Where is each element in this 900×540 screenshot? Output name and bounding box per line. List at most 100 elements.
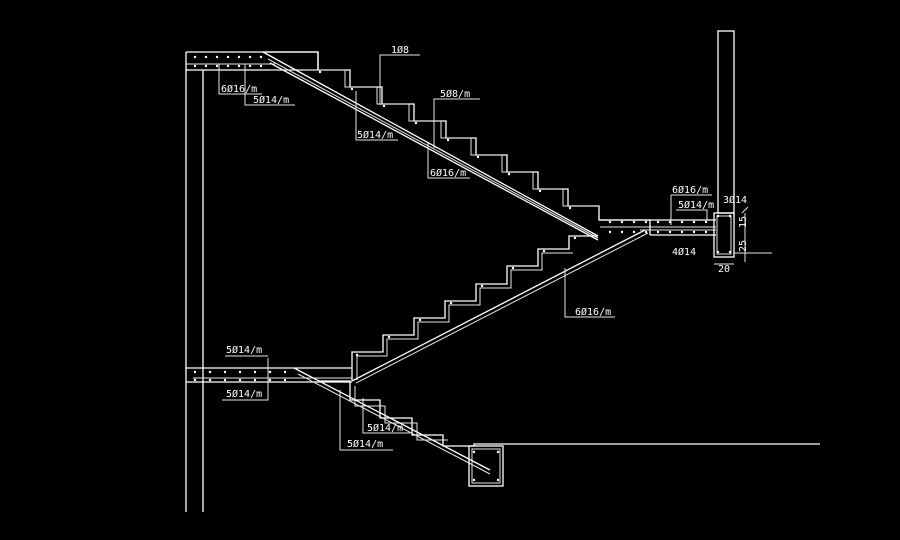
- rebar-dot: [644, 220, 648, 224]
- rebar-dot: [449, 301, 453, 305]
- rebar-dot: [318, 70, 322, 74]
- label-upper-flight-main: 6Ø16/m: [430, 167, 466, 179]
- rebar-dot: [215, 64, 219, 68]
- rebar-dot: [237, 55, 241, 59]
- label-landing-main: 6Ø16/m: [672, 184, 708, 196]
- rebar-dot: [680, 220, 684, 224]
- rebar-dot: [608, 230, 612, 234]
- rebar-dot: [382, 104, 386, 108]
- rebar-dot: [704, 220, 708, 224]
- rebar-dots: [193, 55, 732, 482]
- label-mid-slab-top: 5Ø14/m: [226, 344, 262, 356]
- rebar-dot: [253, 370, 257, 374]
- rebar-dot: [193, 370, 197, 374]
- label-bottom-flight-a: 5Ø14/m: [367, 422, 403, 434]
- rebar-dot: [472, 450, 476, 454]
- rebar-dot: [193, 64, 197, 68]
- rebar-dot: [716, 250, 720, 254]
- rebar-labels: 1Ø8 6Ø16/m 5Ø14/m 5Ø8/m 5Ø14/m 6Ø16/m 6Ø…: [221, 44, 749, 450]
- rebar-dot: [680, 230, 684, 234]
- rebar-dot: [538, 189, 542, 193]
- rebar-dot: [223, 370, 227, 374]
- rebar-dot: [204, 64, 208, 68]
- rebar-dot: [472, 478, 476, 482]
- rebar-dot: [632, 220, 636, 224]
- rebar-dot: [350, 87, 354, 91]
- label-beam-h2: 25: [738, 240, 749, 252]
- landing-slab: [599, 219, 716, 236]
- label-lower-flight-main: 6Ø16/m: [575, 306, 611, 318]
- rebar-dot: [268, 378, 272, 382]
- upper-flight: [262, 51, 651, 241]
- rebar-dot: [692, 220, 696, 224]
- rebar-dot: [208, 378, 212, 382]
- rebar-dot: [620, 220, 624, 224]
- rebar-dot: [542, 249, 546, 253]
- rebar-dot: [644, 230, 648, 234]
- label-beam-top: 3Ø14: [723, 194, 747, 206]
- rebar-dot: [418, 318, 422, 322]
- rebar-dot: [704, 230, 708, 234]
- rebar-dot: [259, 64, 263, 68]
- rebar-dot: [414, 121, 418, 125]
- rebar-dot: [204, 55, 208, 59]
- rebar-dot: [692, 230, 696, 234]
- label-mid-slab-bottom: 5Ø14/m: [226, 388, 262, 400]
- label-landing-dist: 5Ø14/m: [678, 199, 714, 211]
- bottom-flight: [293, 367, 820, 487]
- rebar-dot: [728, 250, 732, 254]
- rebar-dot: [446, 138, 450, 142]
- rebar-dot: [608, 220, 612, 224]
- rebar-dot: [237, 64, 241, 68]
- rebar-dot: [656, 220, 660, 224]
- rebar-dot: [215, 55, 219, 59]
- label-top-slab-main: 6Ø16/m: [221, 83, 257, 95]
- rebar-dot: [668, 230, 672, 234]
- mid-slab: [186, 367, 352, 383]
- rebar-dot: [238, 370, 242, 374]
- leader-lines: [218, 54, 712, 451]
- label-beam-width: 20: [718, 264, 730, 275]
- rebar-dot: [507, 172, 511, 176]
- rebar-dot: [238, 378, 242, 382]
- label-top-slab-dist: 5Ø14/m: [253, 94, 289, 106]
- rebar-dot: [496, 450, 500, 454]
- rebar-dot: [208, 370, 212, 374]
- rebar-dot: [283, 370, 287, 374]
- right-column: [713, 30, 772, 265]
- rebar-dot: [387, 335, 391, 339]
- rebar-dot: [253, 378, 257, 382]
- rebar-dot: [248, 55, 252, 59]
- left-wall: [185, 52, 204, 512]
- rebar-dot: [568, 206, 572, 210]
- label-bottom-flight-b: 5Ø14/m: [347, 438, 383, 450]
- rebar-dot: [226, 64, 230, 68]
- rebar-dot: [511, 266, 515, 270]
- rebar-dot: [620, 230, 624, 234]
- label-upper-flight-dist: 5Ø14/m: [357, 129, 393, 141]
- rebar-dot: [193, 55, 197, 59]
- label-beam-bottom: 4Ø14: [672, 246, 696, 258]
- label-upper-flight-stirrup: 5Ø8/m: [440, 88, 470, 100]
- label-top-stirrup: 1Ø8: [391, 44, 409, 56]
- top-slab: [186, 51, 319, 71]
- rebar-dot: [656, 230, 660, 234]
- rebar-dot: [193, 378, 197, 382]
- rebar-dot: [573, 236, 577, 240]
- rebar-dot: [268, 370, 272, 374]
- lower-flight: [351, 229, 649, 384]
- rebar-dot: [716, 214, 720, 218]
- rebar-dot: [496, 478, 500, 482]
- rebar-dot: [728, 214, 732, 218]
- rebar-dot: [355, 353, 359, 357]
- rebar-dot: [476, 155, 480, 159]
- rebar-dot: [223, 378, 227, 382]
- rebar-dot: [226, 55, 230, 59]
- rebar-dot: [283, 378, 287, 382]
- label-beam-h1: 15: [738, 216, 749, 228]
- rebar-dot: [259, 55, 263, 59]
- rebar-dot: [632, 230, 636, 234]
- rebar-dot: [248, 64, 252, 68]
